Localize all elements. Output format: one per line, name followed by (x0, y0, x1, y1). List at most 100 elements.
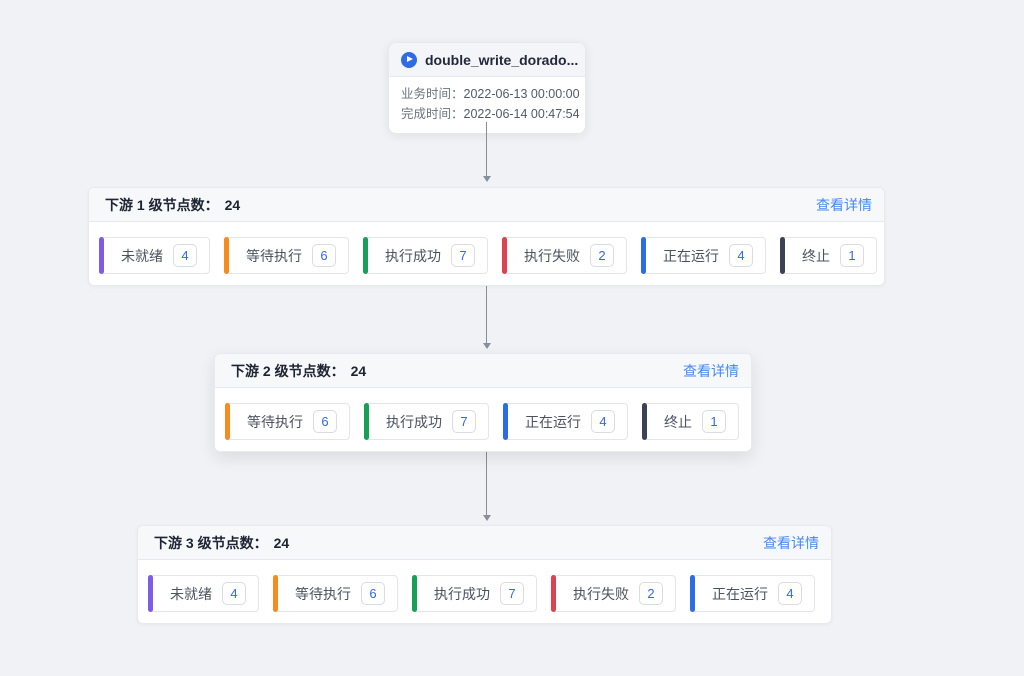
status-chip-terminated: 终止 1 (642, 403, 739, 440)
status-label: 终止 (664, 413, 692, 430)
root-node-body: 业务时间：2022-06-13 00:00:00 完成时间：2022-06-14… (389, 77, 585, 133)
finish-time-field: 完成时间：2022-06-14 00:47:54 (401, 104, 580, 124)
status-label: 等待执行 (295, 585, 351, 602)
status-color-bar (224, 237, 229, 274)
panel-2-node-count: 24 (350, 362, 367, 379)
status-color-bar (225, 403, 230, 440)
panel-1-title: 下游 1 级节点数： 24 (105, 195, 240, 215)
arrow-down-icon (482, 343, 491, 349)
status-color-bar (642, 403, 647, 440)
connector-arrow-1 (480, 122, 493, 182)
status-color-bar (551, 575, 556, 612)
status-label: 执行失败 (573, 585, 629, 602)
connector-arrow-2 (480, 285, 493, 349)
status-count-badge: 4 (173, 244, 197, 267)
arrow-down-icon (482, 515, 491, 521)
panel-1-title-label: 下游 1 级节点数： (105, 196, 219, 213)
business-time-label: 业务时间： (401, 87, 464, 101)
status-color-bar (780, 237, 785, 274)
status-count-badge: 2 (590, 244, 614, 267)
panel-2-status-row: 等待执行 6 执行成功 7 正在运行 4 终止 1 (215, 388, 751, 451)
downstream-panel-1: 下游 1 级节点数：24 查看详情 未就绪 4 等待执行 6 执行成功 7 (88, 187, 885, 286)
status-chip-waiting: 等待执行 6 (225, 403, 350, 440)
status-label: 执行成功 (386, 413, 442, 430)
status-chip-success: 执行成功 7 (364, 403, 489, 440)
status-count-badge: 4 (778, 582, 802, 605)
status-color-bar (364, 403, 369, 440)
status-count-badge: 1 (702, 410, 726, 433)
status-chip-failed: 执行失败 2 (502, 237, 627, 274)
arrow-down-icon (482, 176, 491, 182)
panel-1-header: 下游 1 级节点数： 24 查看详情 (89, 188, 884, 222)
finish-time-value: 2022-06-14 00:47:54 (463, 107, 580, 121)
status-label: 正在运行 (525, 413, 581, 430)
status-label: 执行成功 (385, 247, 441, 264)
root-node-header: double_write_dorado... (389, 43, 585, 77)
root-node-card[interactable]: double_write_dorado... 业务时间：2022-06-13 0… (388, 42, 586, 134)
arrow-line (486, 122, 487, 176)
status-chip-running: 正在运行 4 (503, 403, 628, 440)
status-color-bar (148, 575, 153, 612)
status-chip-success: 执行成功 7 (412, 575, 537, 612)
status-count-badge: 4 (591, 410, 615, 433)
panel-3-status-row: 未就绪 4 等待执行 6 执行成功 7 执行失败 2 正在运行 4 (138, 560, 831, 623)
panel-3-title: 下游 3 级节点数： 24 (154, 533, 289, 553)
panel-2-header: 下游 2 级节点数： 24 查看详情 (215, 354, 751, 388)
status-chip-running: 正在运行 4 (641, 237, 766, 274)
status-chip-not-ready: 未就绪 4 (99, 237, 210, 274)
panel-2-title-label: 下游 2 级节点数： (231, 362, 345, 379)
panel-2-view-details-link[interactable]: 查看详情 (683, 362, 739, 379)
status-count-badge: 1 (840, 244, 864, 267)
status-count-badge: 2 (639, 582, 663, 605)
finish-time-label: 完成时间： (401, 107, 464, 121)
status-chip-terminated: 终止 1 (780, 237, 877, 274)
arrow-line (486, 452, 487, 515)
status-count-badge: 7 (500, 582, 524, 605)
status-label: 终止 (802, 247, 830, 264)
status-chip-success: 执行成功 7 (363, 237, 488, 274)
status-count-badge: 4 (222, 582, 246, 605)
downstream-panel-3: 下游 3 级节点数：24 查看详情 未就绪 4 等待执行 6 执行成功 7 (137, 525, 832, 624)
play-icon (401, 51, 417, 68)
status-chip-not-ready: 未就绪 4 (148, 575, 259, 612)
status-label: 执行成功 (434, 585, 490, 602)
status-chip-failed: 执行失败 2 (551, 575, 676, 612)
status-label: 执行失败 (524, 247, 580, 264)
status-label: 未就绪 (170, 585, 212, 602)
root-node-title: double_write_dorado... (425, 51, 579, 68)
status-chip-running: 正在运行 4 (690, 575, 815, 612)
panel-3-header: 下游 3 级节点数： 24 查看详情 (138, 526, 831, 560)
status-color-bar (690, 575, 695, 612)
status-label: 正在运行 (663, 247, 719, 264)
status-color-bar (641, 237, 646, 274)
status-color-bar (273, 575, 278, 612)
arrow-line (486, 285, 487, 343)
panel-2-title: 下游 2 级节点数： 24 (231, 361, 366, 381)
status-count-badge: 7 (452, 410, 476, 433)
status-color-bar (503, 403, 508, 440)
connector-arrow-3 (480, 452, 493, 521)
status-color-bar (363, 237, 368, 274)
status-color-bar (502, 237, 507, 274)
status-count-badge: 4 (729, 244, 753, 267)
status-count-badge: 7 (451, 244, 475, 267)
business-time-value: 2022-06-13 00:00:00 (463, 87, 580, 101)
status-color-bar (99, 237, 104, 274)
panel-3-title-label: 下游 3 级节点数： (154, 534, 268, 551)
panel-3-node-count: 24 (273, 534, 290, 551)
status-count-badge: 6 (361, 582, 385, 605)
status-label: 等待执行 (247, 413, 303, 430)
status-label: 未就绪 (121, 247, 163, 264)
status-count-badge: 6 (312, 244, 336, 267)
status-count-badge: 6 (313, 410, 337, 433)
panel-1-node-count: 24 (224, 196, 241, 213)
panel-1-view-details-link[interactable]: 查看详情 (816, 196, 872, 213)
status-label: 正在运行 (712, 585, 768, 602)
status-color-bar (412, 575, 417, 612)
panel-3-view-details-link[interactable]: 查看详情 (763, 534, 819, 551)
downstream-panel-2: 下游 2 级节点数： 24 查看详情 等待执行 6 执行成功 7 正在运行 4 (214, 353, 752, 452)
status-chip-waiting: 等待执行 6 (224, 237, 349, 274)
business-time-field: 业务时间：2022-06-13 00:00:00 (401, 84, 580, 104)
panel-1-status-row: 未就绪 4 等待执行 6 执行成功 7 执行失败 2 正在运行 4 (89, 222, 884, 285)
